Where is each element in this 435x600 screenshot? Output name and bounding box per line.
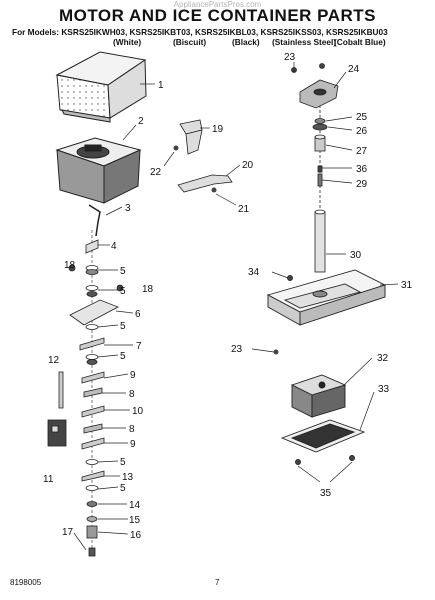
callout-13: 13: [122, 472, 134, 483]
callout-22: 22: [150, 167, 162, 178]
pin-part-12: [58, 371, 64, 409]
document-number: 8198005: [10, 578, 42, 587]
auger-wire: [88, 204, 101, 237]
callout-5c: 5: [120, 321, 126, 332]
screw-part-21: [211, 187, 217, 193]
callout-6: 6: [135, 309, 141, 320]
callout-32: 32: [377, 353, 389, 364]
page-number: 7: [215, 578, 220, 587]
callout-21: 21: [238, 204, 250, 215]
color-label-black: (Black): [232, 37, 260, 47]
callout-36: 36: [356, 164, 368, 175]
callout-16: 16: [130, 530, 142, 541]
callout-4: 4: [111, 241, 117, 252]
callout-3: 3: [125, 203, 131, 214]
callout-17: 17: [62, 527, 74, 538]
color-label-white: (White): [113, 37, 142, 47]
ice-container-cover: [55, 51, 147, 123]
screw-part-22: [173, 145, 179, 151]
callout-numbers: 1 2 3 4 5 5 18 18 6 5 7 5 12 9 8 10 8 9 …: [43, 52, 413, 541]
gasket-part-33: [280, 419, 366, 465]
callout-5a: 5: [120, 266, 126, 277]
callout-35: 35: [320, 488, 332, 499]
bracket-part-19: [179, 119, 203, 155]
callout-23a: 23: [284, 52, 296, 63]
ice-container-bucket: [55, 137, 142, 204]
mounting-plate-part-31: [266, 269, 387, 326]
motor-part-32: [290, 374, 347, 418]
color-label-stainless: (Stainless Steel): [272, 37, 337, 47]
callout-20: 20: [242, 160, 254, 171]
callout-15: 15: [129, 515, 141, 526]
callout-5f: 5: [120, 483, 126, 494]
callout-25: 25: [356, 112, 368, 123]
callout-7: 7: [136, 341, 142, 352]
callout-24: 24: [348, 64, 360, 75]
callout-1: 1: [158, 80, 164, 91]
callout-29: 29: [356, 179, 368, 190]
callout-26: 26: [356, 126, 368, 137]
callout-27: 27: [356, 146, 368, 157]
callout-5d: 5: [120, 351, 126, 362]
callout-18a: 18: [64, 260, 76, 271]
callout-14: 14: [129, 500, 141, 511]
callout-8a: 8: [129, 389, 135, 400]
callout-9b: 9: [130, 439, 136, 450]
watermark: AppliancePartsPros.com: [173, 0, 262, 9]
callout-5e: 5: [120, 457, 126, 468]
callout-12: 12: [48, 355, 60, 366]
callout-19: 19: [212, 124, 224, 135]
callout-10: 10: [132, 406, 144, 417]
right-shaft-stack: [291, 63, 339, 273]
page-title: MOTOR AND ICE CONTAINER PARTS: [58, 6, 377, 25]
models-line: For Models: KSRS25IKWH03, KSRS25IKBT03, …: [12, 27, 388, 37]
callout-8b: 8: [129, 424, 135, 435]
callout-34: 34: [248, 267, 260, 278]
callout-5b: 5: [120, 286, 126, 297]
callout-31: 31: [401, 280, 413, 291]
callout-23b: 23: [231, 344, 243, 355]
callout-9a: 9: [130, 370, 136, 381]
screw-part-23-lower: [273, 349, 279, 355]
leader-lines: [73, 62, 399, 551]
callout-33: 33: [378, 384, 390, 395]
color-label-biscuit: (Biscuit): [173, 37, 207, 47]
callout-2: 2: [138, 116, 144, 127]
block-part-11: [47, 419, 67, 447]
callout-11: 11: [43, 474, 54, 485]
callout-18b: 18: [142, 284, 154, 295]
color-label-cobalt: (Cobalt Blue): [334, 37, 386, 47]
callout-30: 30: [350, 250, 362, 261]
arm-part-20: [177, 174, 233, 193]
